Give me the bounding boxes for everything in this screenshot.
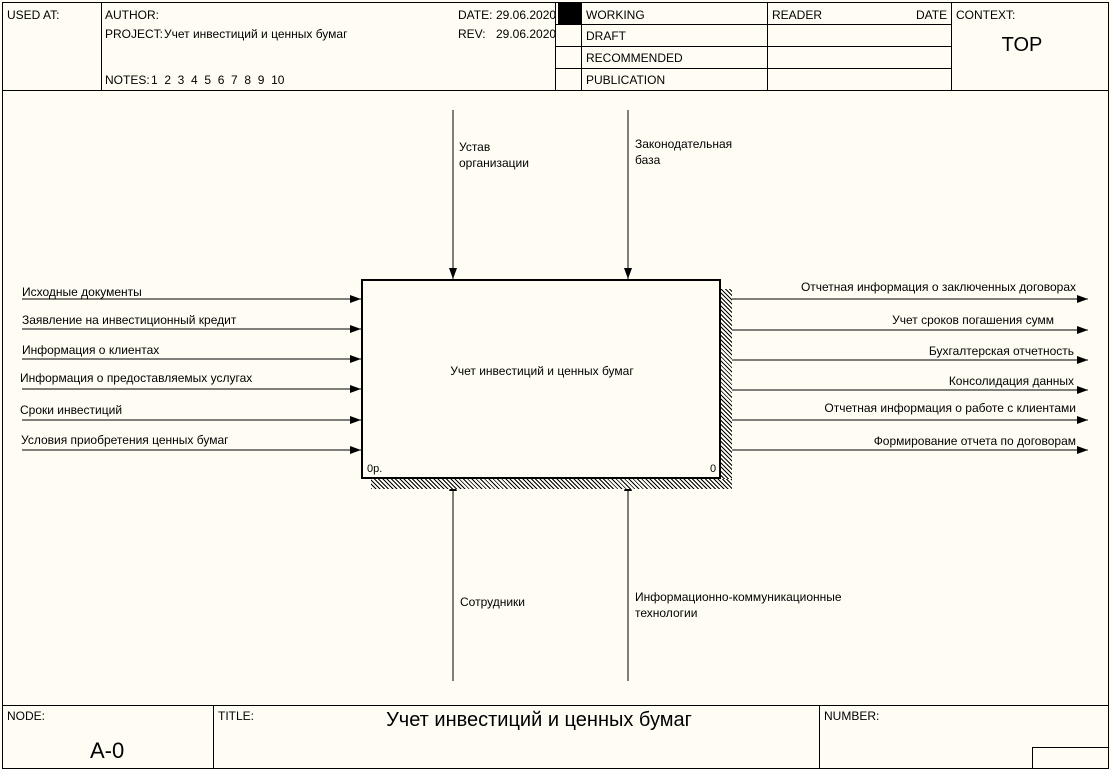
output-label-5: Отчетная информация о работе с клиентами xyxy=(824,401,1076,415)
used-at-label: USED AT: xyxy=(7,8,60,22)
process-shadow-bottom xyxy=(371,479,732,489)
number-label: NUMBER: xyxy=(824,709,880,723)
footer-box-top xyxy=(1032,747,1109,748)
date-label: DATE: xyxy=(458,8,493,22)
output-label-4: Консолидация данных xyxy=(948,374,1074,388)
footer-col-2 xyxy=(819,705,820,769)
output-label-3: Бухгалтерская отчетность xyxy=(928,344,1074,358)
header-divider xyxy=(2,90,1109,91)
project-label: PROJECT: xyxy=(105,27,164,41)
footer-col-1 xyxy=(213,705,214,769)
footer-box-left xyxy=(1032,747,1033,769)
status-working: WORKING xyxy=(586,8,645,22)
output-label-6: Формирование отчета по договорам xyxy=(873,434,1076,448)
rev-label: REV: xyxy=(458,27,486,41)
input-label-2: Заявление на инвестиционный кредит xyxy=(22,313,237,327)
title-label: TITLE: xyxy=(218,709,255,723)
control-label-1: Устав организации xyxy=(459,140,529,170)
notes-label: NOTES: xyxy=(105,73,150,87)
input-label-6: Условия приобретения ценных бумаг xyxy=(21,433,229,447)
output-label-2: Учет сроков погашения сумм xyxy=(892,313,1054,327)
status-publication: PUBLICATION xyxy=(586,73,666,87)
frame-left xyxy=(2,2,3,769)
status-row-1 xyxy=(555,24,951,25)
mechanism-label-1: Сотрудники xyxy=(460,595,525,609)
process-cost: 0р. xyxy=(367,463,383,475)
control-label-2: Законодательная база xyxy=(635,137,733,167)
output-label-1: Отчетная информация о заключенных догово… xyxy=(800,280,1076,294)
status-recommended: RECOMMENDED xyxy=(586,51,683,65)
diagram-title: Учет инвестиций и ценных бумаг xyxy=(386,709,692,731)
frame-right xyxy=(1108,2,1109,769)
rev-value: 29.06.2020 xyxy=(496,27,557,41)
notes-numbers: 1 2 3 4 5 6 7 8 9 10 xyxy=(151,73,285,87)
header-col-5 xyxy=(951,2,952,90)
author-label: AUTHOR: xyxy=(105,8,159,22)
node-value: A-0 xyxy=(90,738,125,763)
status-row-3 xyxy=(555,68,951,69)
input-label-4: Информация о предоставляемых услугах xyxy=(20,371,253,385)
project-value: Учет инвестиций и ценных бумаг xyxy=(164,27,348,41)
date-value: 29.06.2020 xyxy=(496,8,557,22)
reader-date-label: DATE xyxy=(916,8,948,22)
process-number: 0 xyxy=(710,463,717,475)
process-box[interactable] xyxy=(361,279,721,479)
context-label: CONTEXT: xyxy=(956,8,1016,22)
process-shadow-right xyxy=(721,289,732,489)
status-draft: DRAFT xyxy=(586,29,626,43)
status-row-2 xyxy=(555,46,951,47)
node-label: NODE: xyxy=(7,709,46,723)
input-label-3: Информация о клиентах xyxy=(22,343,160,357)
mechanism-label-2: Информационно-коммуникационные технологи… xyxy=(635,590,842,620)
context-value: TOP xyxy=(1001,34,1043,56)
footer-divider xyxy=(2,705,1109,706)
header-col-1 xyxy=(101,2,102,90)
reader-label: READER xyxy=(772,8,823,22)
input-label-1: Исходные документы xyxy=(22,285,142,299)
process-title: Учет инвестиций и ценных бумаг xyxy=(450,364,634,378)
working-status-marker xyxy=(558,3,582,24)
input-label-5: Сроки инвестиций xyxy=(20,403,123,417)
